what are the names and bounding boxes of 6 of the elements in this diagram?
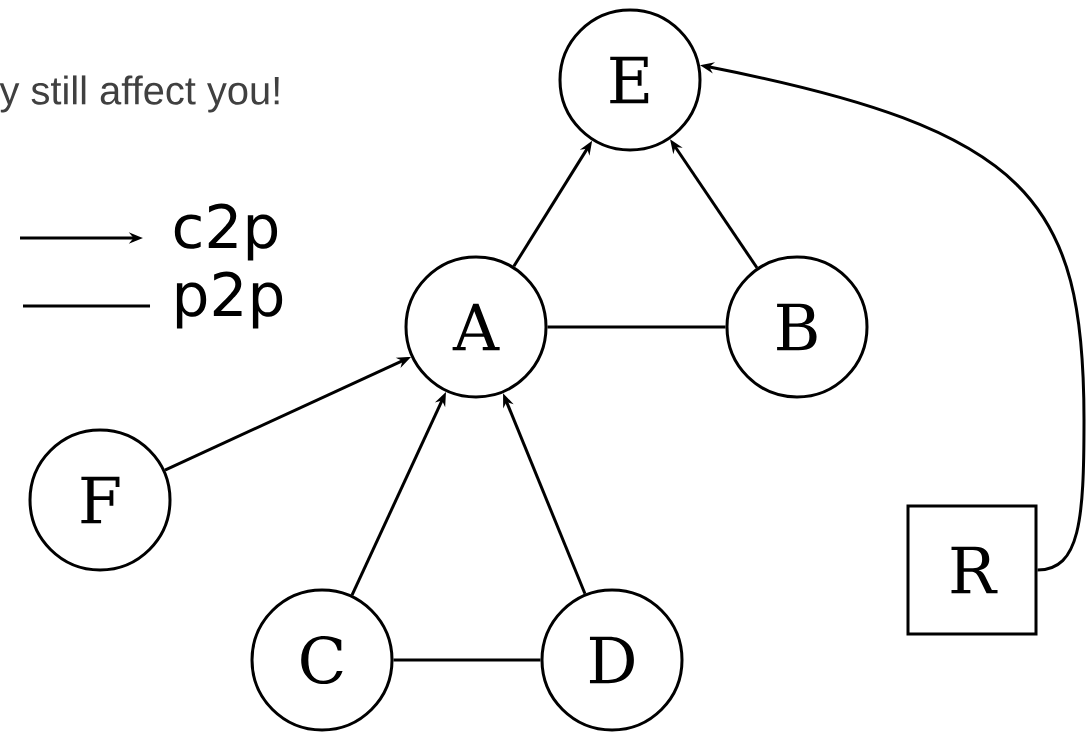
node-box: R [906,504,1038,636]
legend-label: c2p [174,203,278,261]
connector-line [547,325,726,329]
note-text: y still affect you! [0,75,279,113]
connector-line [393,658,541,662]
legend-label: p2p [176,271,283,329]
